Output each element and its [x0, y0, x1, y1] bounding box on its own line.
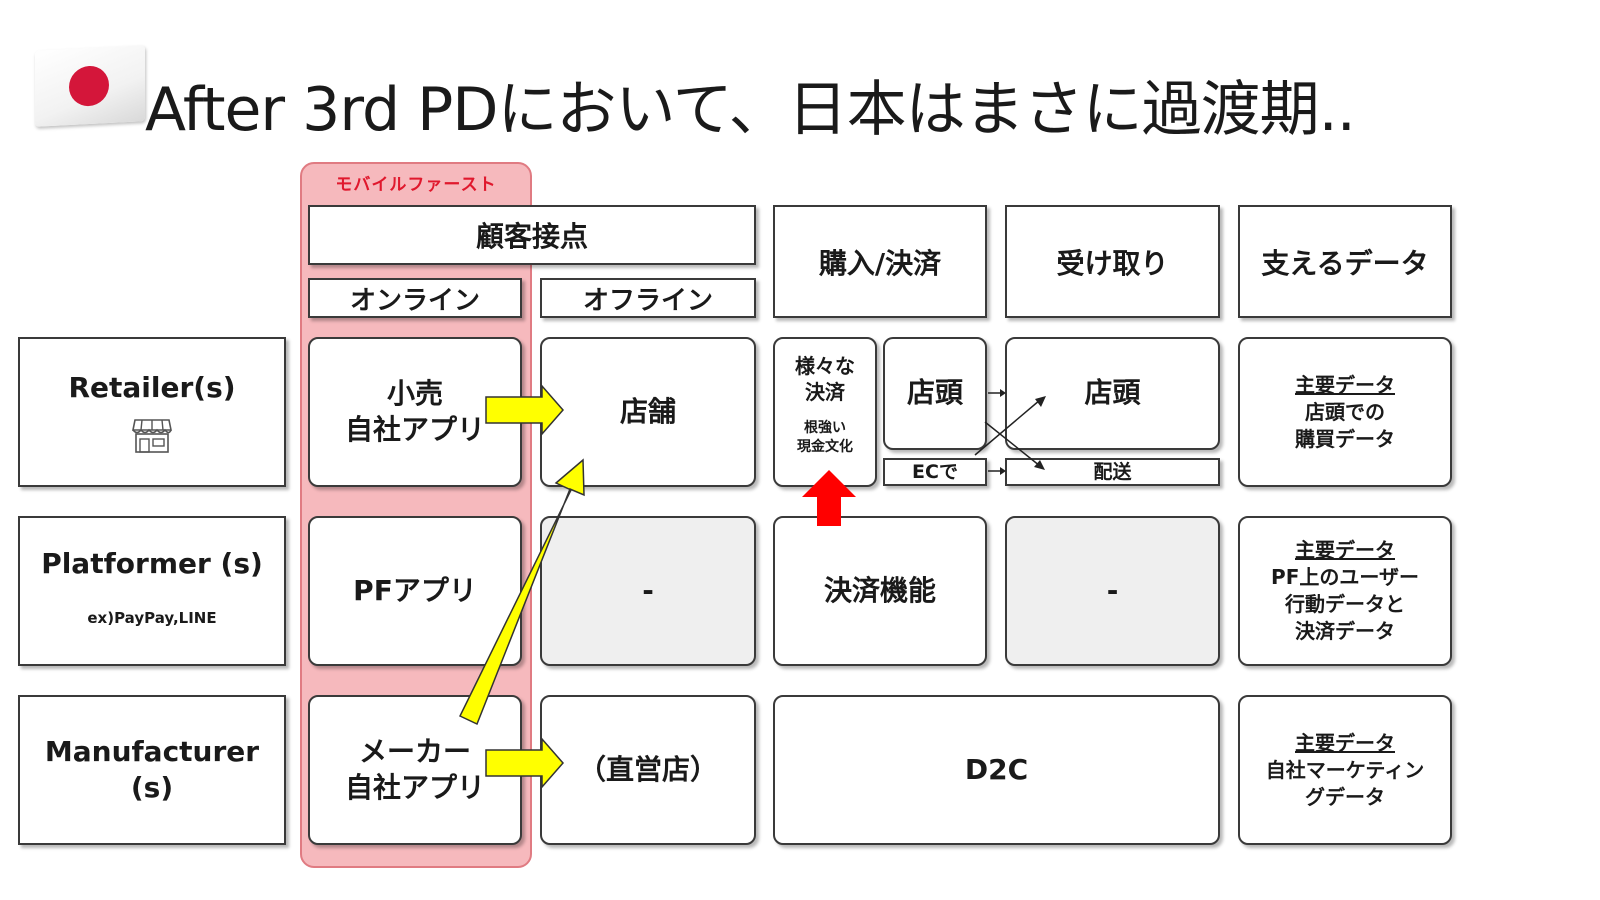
retailer-receive-store: 店頭 — [1005, 337, 1220, 450]
retailer-data-title: 主要データ — [1295, 372, 1395, 397]
platformer-sublabel: ex)PayPay,LINE — [87, 609, 217, 627]
header-purchase-payment: 購入/決済 — [773, 205, 987, 318]
retailer-online-line-1: 小売 — [386, 377, 443, 410]
retailer-label-text: Retailer(s) — [68, 371, 236, 404]
header-offline: オフライン — [540, 278, 756, 318]
retailer-online-line-2: 自社アプリ — [344, 413, 485, 446]
platformer-supporting-data: 主要データ PF上のユーザー 行動データと 決済データ — [1238, 516, 1452, 666]
manufacturer-d2c: D2C — [773, 695, 1220, 845]
row-label-manufacturer: Manufacturer (s) — [18, 695, 286, 845]
platformer-online-app: PFアプリ — [308, 516, 522, 666]
retailer-offline-store: 店舗 — [540, 337, 756, 487]
manufacturer-data-title: 主要データ — [1295, 730, 1395, 755]
manufacturer-offline-direct-store: （直営店） — [540, 695, 756, 845]
store-icon — [132, 419, 172, 453]
payment-various-line-1: 様々な — [795, 354, 855, 378]
retailer-data-line-1: 店頭での — [1305, 399, 1385, 424]
header-supporting-data: 支えるデータ — [1238, 205, 1452, 318]
platformer-label-text: Platformer (s) — [41, 547, 263, 580]
header-receive: 受け取り — [1005, 205, 1220, 318]
row-label-platformer: Platformer (s) ex)PayPay,LINE — [18, 516, 286, 666]
manufacturer-label-line-1: Manufacturer — [44, 735, 260, 768]
payment-various-line-2: 決済 — [805, 380, 845, 404]
manufacturer-label-line-2: (s) — [130, 771, 174, 804]
japan-flag-icon — [35, 45, 145, 127]
retailer-payment-various: 様々な 決済 根強い 現金文化 — [773, 337, 877, 487]
manufacturer-online-line-2: 自社アプリ — [344, 771, 485, 804]
platformer-data-title: 主要データ — [1295, 538, 1395, 562]
row-label-retailer: Retailer(s) — [18, 337, 286, 487]
manufacturer-data-line-2: グデータ — [1305, 784, 1385, 809]
platformer-data-line-3: 決済データ — [1295, 619, 1395, 643]
retailer-receive-delivery: 配送 — [1005, 458, 1220, 486]
platformer-offline: - — [540, 516, 756, 666]
header-online: オンライン — [308, 278, 522, 318]
retailer-payment-ec: ECで — [883, 458, 987, 486]
manufacturer-supporting-data: 主要データ 自社マーケティン グデータ — [1238, 695, 1452, 845]
retailer-supporting-data: 主要データ 店頭での 購買データ — [1238, 337, 1452, 487]
retailer-payment-store: 店頭 — [883, 337, 987, 450]
platformer-receive: - — [1005, 516, 1220, 666]
mobile-first-label: モバイルファースト — [335, 175, 497, 195]
retailer-online-app: 小売 自社アプリ — [308, 337, 522, 487]
retailer-data-line-2: 購買データ — [1295, 426, 1395, 451]
slide-title: After 3rd PDにおいて、日本はまさに過渡期.. — [145, 75, 1356, 145]
header-customer-touchpoint: 顧客接点 — [308, 205, 756, 265]
payment-note-line-1: 根強い — [804, 420, 846, 436]
platformer-data-line-2: 行動データと — [1285, 592, 1405, 616]
platformer-data-line-1: PF上のユーザー — [1271, 565, 1419, 589]
manufacturer-data-line-1: 自社マーケティン — [1265, 757, 1425, 782]
platformer-payment-function: 決済機能 — [773, 516, 987, 666]
payment-note-line-2: 現金文化 — [797, 439, 853, 455]
manufacturer-online-line-1: メーカー — [358, 735, 471, 768]
manufacturer-online-app: メーカー 自社アプリ — [308, 695, 522, 845]
